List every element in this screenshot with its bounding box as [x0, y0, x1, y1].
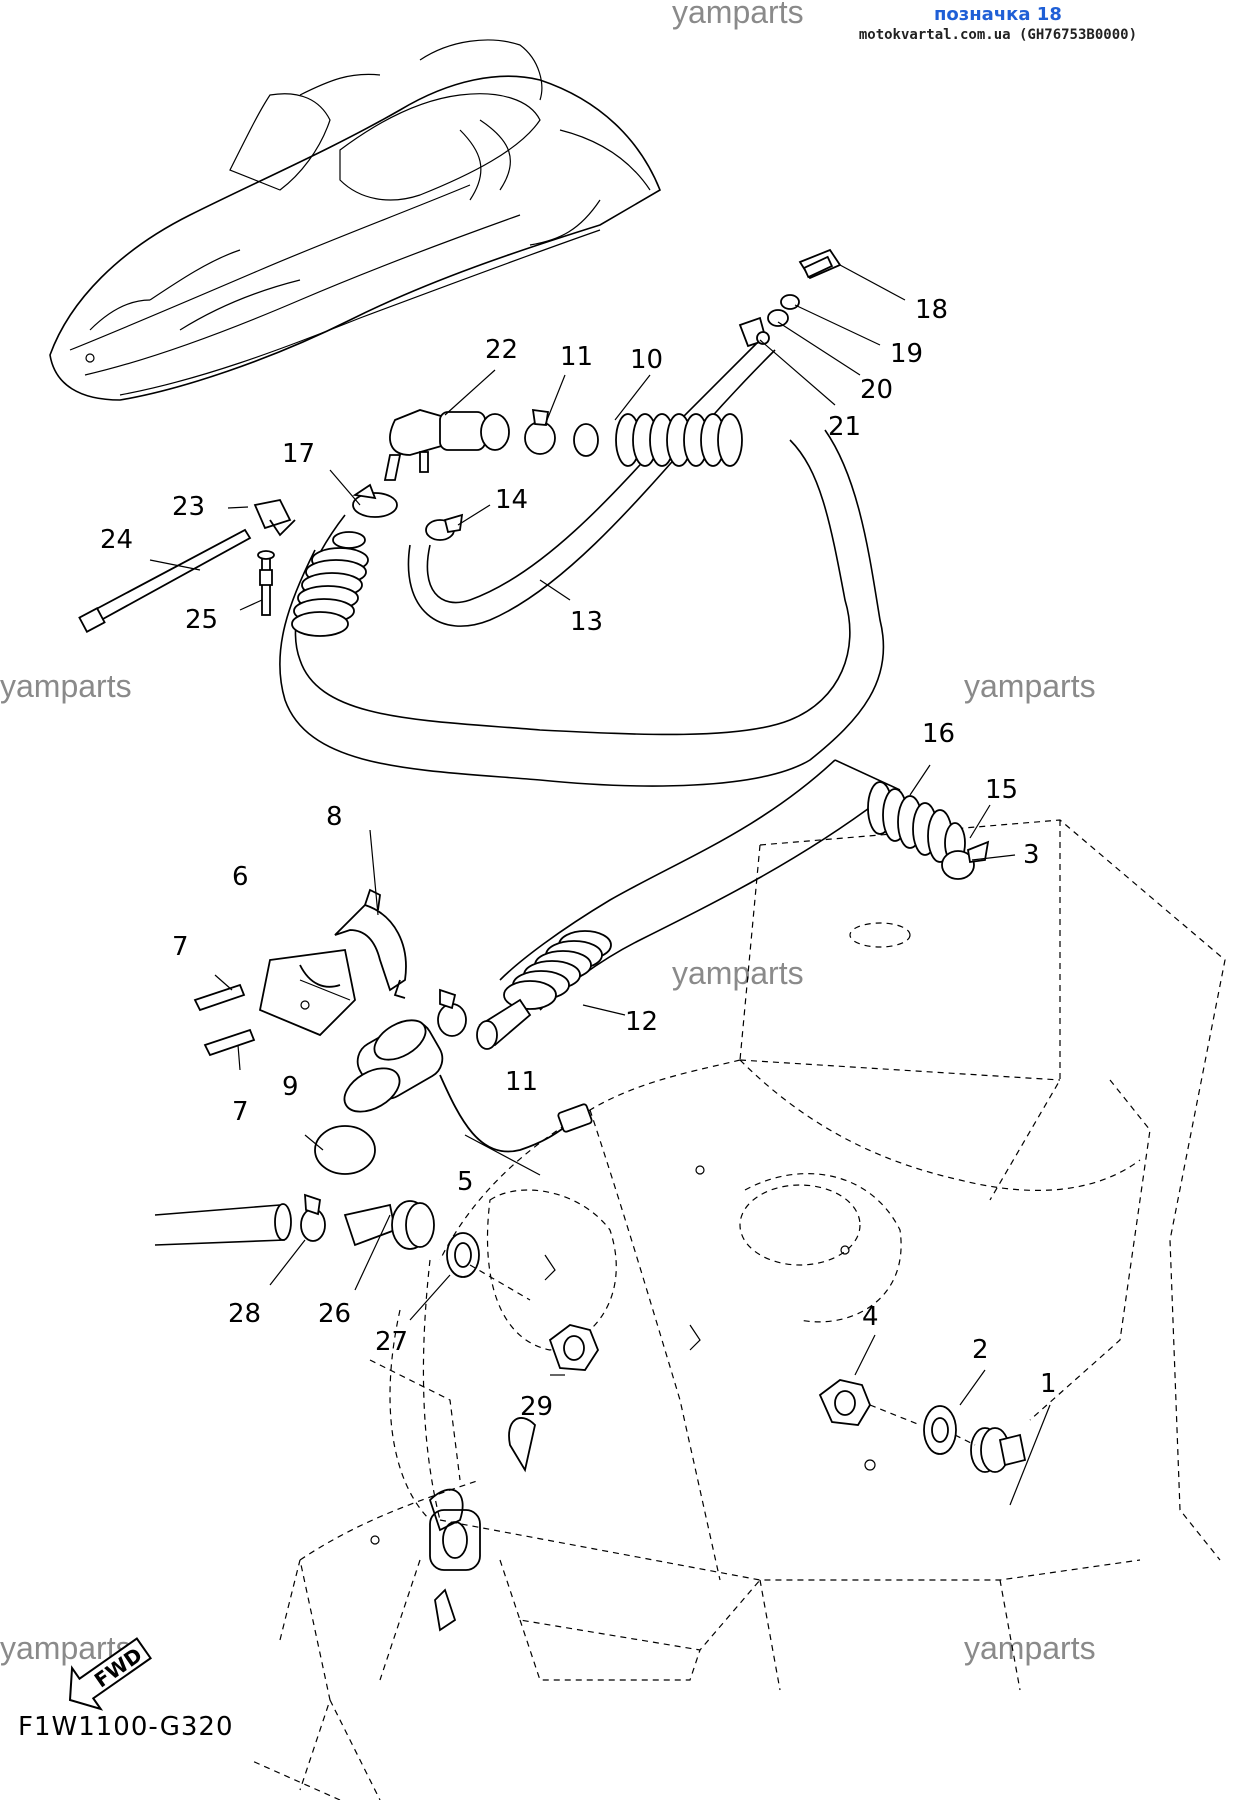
- callout-15: 15: [985, 775, 1018, 805]
- callout-18: 18: [915, 295, 948, 325]
- watermark-center: yamparts: [672, 955, 804, 991]
- callout-20: 20: [860, 375, 893, 405]
- watercraft-overview: [49, 39, 661, 401]
- callout-11a: 11: [560, 342, 593, 372]
- callout-10: 10: [630, 345, 663, 375]
- callout-17: 17: [282, 439, 315, 469]
- part-tag-source: motokvartal.com.ua (GH76753B0000): [858, 27, 1137, 43]
- callout-5: 5: [457, 1167, 474, 1197]
- callout-28: 28: [228, 1299, 261, 1329]
- part-tag: позначка 18 motokvartal.com.ua (GH76753B…: [859, 4, 1137, 43]
- hoses: [154, 339, 966, 1246]
- callout-1: 1: [1040, 1369, 1057, 1399]
- callout-2: 2: [972, 1335, 989, 1365]
- callout-24: 24: [100, 525, 133, 555]
- callout-29: 29: [520, 1392, 553, 1422]
- callout-22: 22: [485, 335, 518, 365]
- hull-compartment: [249, 819, 1226, 1800]
- watermark-right-bottom: yamparts: [964, 1630, 1096, 1666]
- callout-23: 23: [172, 492, 205, 522]
- small-parts: [78, 248, 1027, 1473]
- callout-13: 13: [570, 607, 603, 637]
- callout-9: 9: [282, 1072, 299, 1102]
- callout-3: 3: [1023, 840, 1040, 870]
- callout-11b: 11: [505, 1067, 538, 1097]
- callout-26: 26: [318, 1299, 351, 1329]
- leader-lines: [149, 264, 1051, 1506]
- callout-6: 6: [232, 862, 249, 892]
- callout-16: 16: [922, 719, 955, 749]
- hose-bellows: [291, 413, 966, 1050]
- callout-12: 12: [625, 1007, 658, 1037]
- watermark-left-mid: yamparts: [0, 668, 132, 704]
- callout-14: 14: [495, 485, 528, 515]
- callout-27: 27: [375, 1327, 408, 1357]
- watermark-right-mid: yamparts: [964, 668, 1096, 704]
- callout-21: 21: [828, 412, 861, 442]
- callout-7b: 7: [232, 1097, 249, 1127]
- diagram-code: F1W1100-G320: [18, 1712, 234, 1742]
- callout-19: 19: [890, 339, 923, 369]
- callout-25: 25: [185, 605, 218, 635]
- callout-numbers: 1 2 3 4 5 6 7 7 8 9 10 11 11 12 13 14 15…: [100, 295, 1057, 1422]
- callout-7a: 7: [172, 932, 189, 962]
- callout-4: 4: [862, 1302, 879, 1332]
- callout-8: 8: [326, 802, 343, 832]
- watermark-top: yamparts: [672, 0, 804, 30]
- part-tag-title: позначка 18: [933, 4, 1062, 25]
